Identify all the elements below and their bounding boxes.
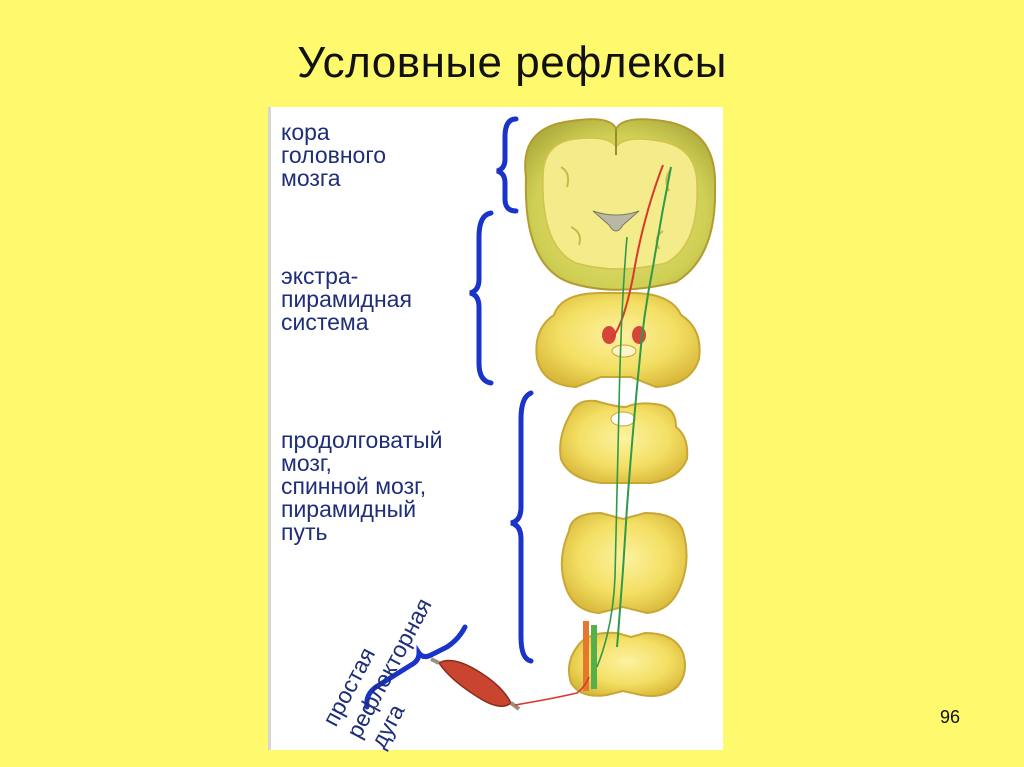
label-cortex-line: кора: [281, 119, 330, 145]
cortex-section: [524, 118, 717, 291]
label-cortex: кора головного мозга: [281, 121, 386, 190]
bracket-reflex-arc: [364, 624, 468, 710]
label-medulla-line: пирамидный: [281, 496, 417, 522]
reflex-arc-nerve: [514, 676, 590, 706]
bracket-medulla: [510, 390, 534, 664]
label-cortex-line: мозга: [281, 165, 341, 191]
nerve-tract-green-2: [596, 236, 628, 668]
label-cortex-line: головного: [281, 142, 387, 168]
label-extrapyramidal: экстра- пирамидная система: [281, 265, 412, 334]
label-medulla-line: путь: [281, 519, 328, 545]
label-extrapyramidal-line: система: [281, 309, 369, 335]
diagram-panel: кора головного мозга экстра- пирамидная …: [268, 107, 723, 752]
label-medulla-line: мозг,: [281, 450, 332, 476]
slide-title: Условные рефлексы: [297, 38, 727, 87]
page-number: 96: [940, 707, 961, 727]
nerve-tract-green: [616, 166, 672, 648]
muscle: [430, 657, 521, 711]
brain-diagram: [364, 116, 717, 711]
bracket-extrapyramidal: [469, 210, 494, 386]
label-medulla-line: продолговатый: [281, 427, 443, 453]
nerve-tract-red: [610, 164, 664, 340]
medulla-section: [559, 399, 689, 484]
spinal-section-lower: [568, 621, 686, 697]
label-medulla-line: спинной мозг,: [281, 473, 427, 499]
bracket-cortex: [496, 116, 519, 214]
label-extrapyramidal-line: экстра-: [281, 263, 359, 289]
midbrain-section: [535, 292, 701, 389]
label-extrapyramidal-line: пирамидная: [281, 286, 412, 312]
label-medulla: продолговатый мозг, спинной мозг, пирами…: [281, 429, 443, 544]
